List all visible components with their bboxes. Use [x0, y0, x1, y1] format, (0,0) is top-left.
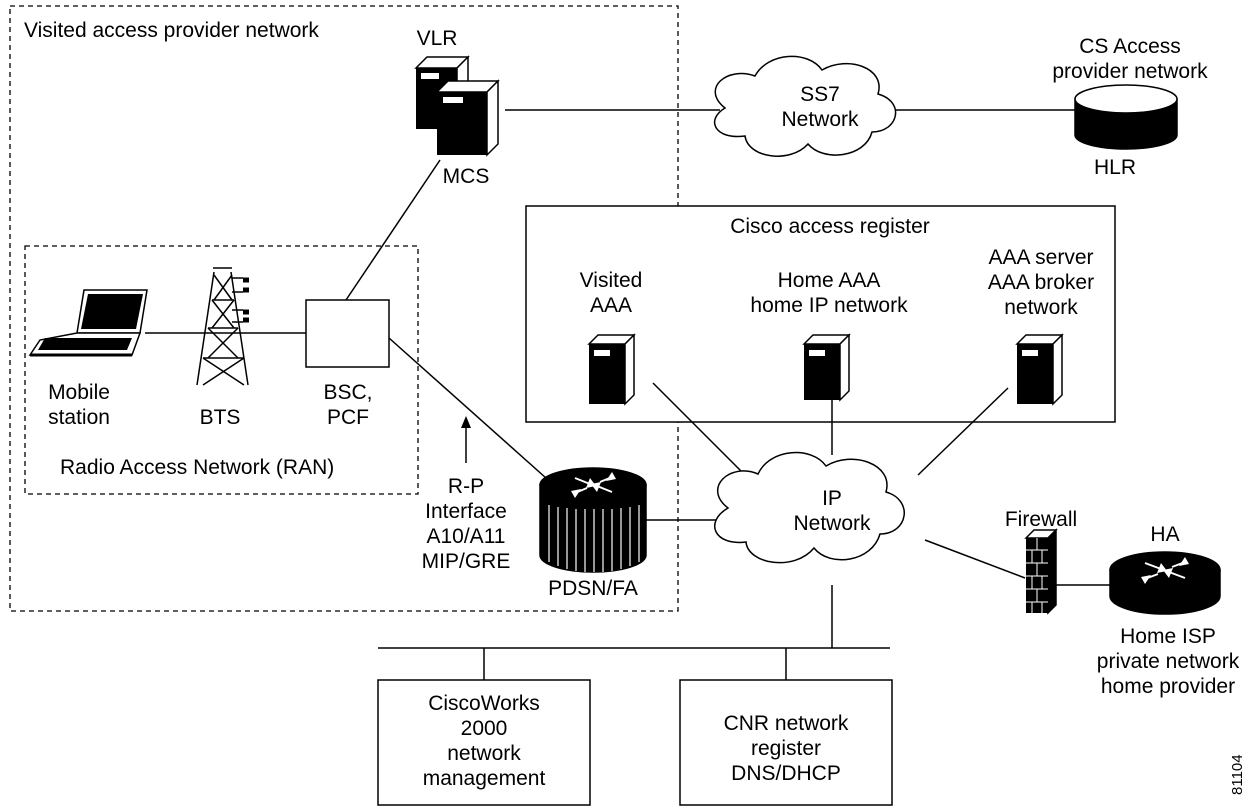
mcs-label: MCS	[443, 165, 490, 188]
rp-label-4: MIP/GRE	[422, 550, 511, 573]
ciscoworks-label-4: management	[423, 767, 546, 790]
home-isp-label-1: Home ISP	[1120, 625, 1216, 648]
visited-network-label: Visited access provider network	[24, 19, 319, 42]
home-aaa-server-icon	[802, 333, 851, 402]
ciscoworks-label-2: 2000	[461, 717, 508, 740]
bsc-pcf-box	[305, 299, 390, 368]
hlr-label: HLR	[1094, 156, 1136, 179]
pdsn-label: PDSN/FA	[548, 577, 638, 600]
bts-tower-icon	[196, 267, 249, 386]
rp-label-1: R-P	[448, 475, 484, 498]
rp-interface-arrow-icon	[461, 416, 471, 463]
aaa-server-label-1: AAA server	[988, 246, 1093, 269]
cs-access-label-1: CS Access	[1079, 35, 1181, 58]
ciscoworks-label-3: network	[447, 742, 521, 765]
mcs-server-icon	[435, 79, 500, 157]
ha-router-icon	[1109, 551, 1221, 615]
ran-boundary	[24, 245, 419, 495]
ciscoworks-box	[377, 679, 591, 806]
visited-aaa-label-1: Visited	[580, 269, 643, 292]
visited-network-boundary	[9, 5, 679, 612]
visited-aaa-server-icon	[587, 333, 636, 406]
aaa-server-label-3: network	[1004, 296, 1078, 319]
visited-aaa-label-2: AAA	[590, 294, 632, 317]
bts-label: BTS	[200, 406, 241, 429]
home-isp-label-3: home provider	[1101, 675, 1235, 698]
figure-id: 81104	[1229, 754, 1246, 795]
vlr-label: VLR	[417, 27, 458, 50]
cnr-label-1: CNR network	[724, 712, 849, 735]
car-label: Cisco access register	[730, 215, 930, 238]
hlr-database-icon	[1074, 84, 1178, 150]
ss7-label-1: SS7	[800, 83, 840, 106]
rp-label-2: Interface	[425, 500, 507, 523]
bsc-label-2: PCF	[327, 406, 369, 429]
laptop-icon	[28, 289, 148, 357]
firewall-icon	[1024, 528, 1058, 615]
cnr-label-3: DNS/DHCP	[731, 762, 841, 785]
cnr-box	[679, 679, 893, 806]
connections	[145, 109, 1110, 680]
ip-label-1: IP	[822, 487, 842, 510]
firewall-label: Firewall	[1005, 508, 1077, 531]
ip-network-cloud-icon	[714, 451, 905, 564]
pdsn-router-icon	[539, 467, 647, 573]
ciscoworks-label-1: CiscoWorks	[428, 692, 540, 715]
cs-access-label-2: provider network	[1052, 60, 1208, 83]
cnr-label-2: register	[751, 737, 821, 760]
ip-label-2: Network	[793, 512, 871, 535]
rp-label-3: A10/A11	[426, 525, 505, 548]
ran-label: Radio Access Network (RAN)	[60, 456, 334, 479]
home-aaa-label-1: Home AAA	[778, 269, 881, 292]
aaa-server-label-2: AAA broker	[988, 271, 1094, 294]
mobile-label-1: Mobile	[48, 381, 110, 404]
home-aaa-label-2: home IP network	[750, 294, 908, 317]
bsc-label-1: BSC,	[323, 381, 372, 404]
home-isp-label-2: private network	[1097, 650, 1240, 673]
mobile-label-2: station	[48, 406, 110, 429]
ha-label: HA	[1150, 523, 1179, 546]
aaa-server-server-icon	[1015, 333, 1064, 406]
ss7-label-2: Network	[781, 108, 859, 131]
ss7-cloud-icon	[713, 55, 897, 157]
